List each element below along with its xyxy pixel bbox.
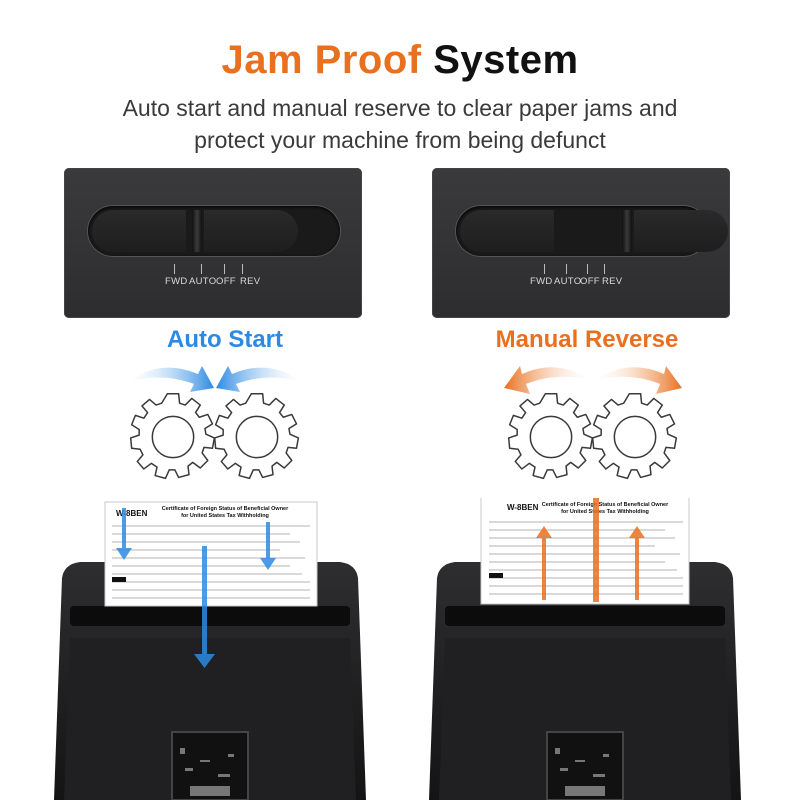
switch-knob-left: [460, 210, 554, 252]
switch-slider-handle[interactable]: [622, 210, 632, 252]
mode-label-auto-start: Auto Start: [167, 326, 283, 353]
switch-knob-right: [204, 210, 298, 252]
label-auto: AUTO: [189, 276, 217, 287]
title-rest: System: [433, 38, 579, 82]
label-fwd: FWD: [530, 276, 553, 287]
gear-icon: [507, 393, 594, 480]
up-arrows: [536, 498, 645, 602]
gears-manual-reverse: [504, 366, 682, 480]
gears-auto-start: [128, 366, 302, 480]
form-title-1: Certificate of Foreign Status of Benefic…: [542, 502, 669, 508]
arrow-counterclockwise-icon: [504, 366, 590, 394]
switch-panel-manual: FWD AUTO OFF REV: [432, 168, 730, 318]
gear-icon: [129, 393, 216, 480]
gear-icon: [591, 393, 678, 480]
label-auto: AUTO: [554, 276, 582, 287]
page-subtitle: Auto start and manual reserve to clear p…: [0, 92, 800, 156]
arrow-clockwise-icon: [128, 366, 214, 392]
form-code: W-8BEN: [507, 503, 539, 512]
label-off: OFF: [580, 276, 600, 287]
arrow-clockwise-icon: [596, 366, 682, 394]
gear-icon: [213, 393, 300, 480]
mode-switch[interactable]: [456, 206, 728, 256]
page-title: Jam Proof System: [0, 38, 800, 83]
label-fwd: FWD: [165, 276, 188, 287]
label-rev: REV: [240, 276, 261, 287]
subtitle-line-1: Auto start and manual reserve to clear p…: [122, 95, 678, 121]
switch-knob-right: [634, 210, 728, 252]
form-title-2: for United States Tax Withholding: [181, 513, 269, 519]
mode-label-manual-reverse: Manual Reverse: [495, 326, 679, 353]
form-title-1: Certificate of Foreign Status of Benefic…: [162, 506, 289, 512]
label-rev: REV: [602, 276, 623, 287]
arrow-counterclockwise-icon: [216, 366, 302, 392]
tax-form-paper: [104, 501, 318, 607]
switch-panel-auto: FWD AUTO OFF REV: [64, 168, 362, 318]
form-title-2: for United States Tax Withholding: [561, 509, 649, 515]
switch-slider-handle[interactable]: [192, 210, 202, 252]
title-accent: Jam Proof: [221, 38, 422, 82]
label-off: OFF: [216, 276, 236, 287]
down-arrows: [116, 508, 276, 668]
subtitle-line-2: protect your machine from being defunct: [194, 127, 606, 153]
shredder-manual-reverse: W-8BEN Certificate of Foreign Status of …: [429, 498, 741, 800]
shredder-auto-start: W-8BEN Certificate of Foreign Status of …: [54, 501, 366, 800]
switch-knob-left: [92, 210, 186, 252]
form-code: W-8BEN: [116, 509, 148, 518]
mode-switch[interactable]: [88, 206, 340, 256]
